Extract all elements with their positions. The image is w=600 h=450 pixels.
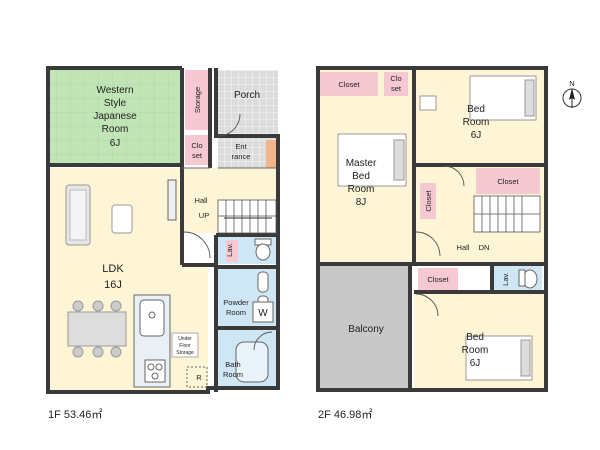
compass-north-label: N	[569, 79, 574, 88]
closet-a-label: Closet	[338, 80, 360, 89]
r-label: R	[196, 373, 202, 382]
closet-d-label: Closet	[427, 275, 449, 284]
kitchen-fill	[180, 265, 208, 390]
stairs-2f	[473, 195, 541, 233]
compass: N	[562, 79, 582, 108]
walls-1f	[46, 66, 280, 394]
closet-vertical-fill	[420, 183, 436, 219]
area-2f: 2F 46.98㎡	[318, 408, 372, 421]
closet-b-fill	[384, 72, 408, 96]
balcony-fill	[320, 266, 408, 388]
up-label: UP	[199, 211, 209, 220]
hall-label-1f: Hall	[195, 196, 208, 205]
closet-c-label: Closet	[497, 177, 519, 186]
svg-text:Closet: Closet	[191, 141, 203, 160]
ldk-furniture	[65, 184, 133, 358]
storage-label: Storage	[193, 87, 202, 113]
closet-a-fill	[320, 72, 378, 96]
dn-label: DN	[479, 243, 490, 252]
lav-label-1f: Lav.	[225, 243, 234, 257]
lav-label-2f: Lav.	[501, 272, 510, 286]
w-label: W	[258, 308, 268, 319]
balcony-label: Balcony	[348, 324, 384, 335]
shoe-shelf-fill	[266, 140, 276, 168]
area-1f: 1F 53.46㎡	[48, 408, 102, 421]
toilet-1f	[226, 238, 274, 383]
closet-1f-fill	[185, 135, 210, 165]
hall-label-2f: Hall	[457, 243, 470, 252]
porch-fill	[218, 70, 278, 136]
closet-d-fill	[418, 268, 458, 290]
closet-vertical-label: Closet	[424, 189, 433, 211]
svg-text:Closet: Closet	[390, 74, 402, 93]
stairs-1f	[217, 199, 277, 234]
storage-fill	[185, 70, 209, 130]
closet-c-fill	[476, 168, 540, 194]
beds-2f	[337, 75, 537, 381]
walls-2f	[316, 66, 548, 392]
western-room-fill	[50, 70, 182, 163]
porch-label: Porch	[234, 90, 260, 101]
